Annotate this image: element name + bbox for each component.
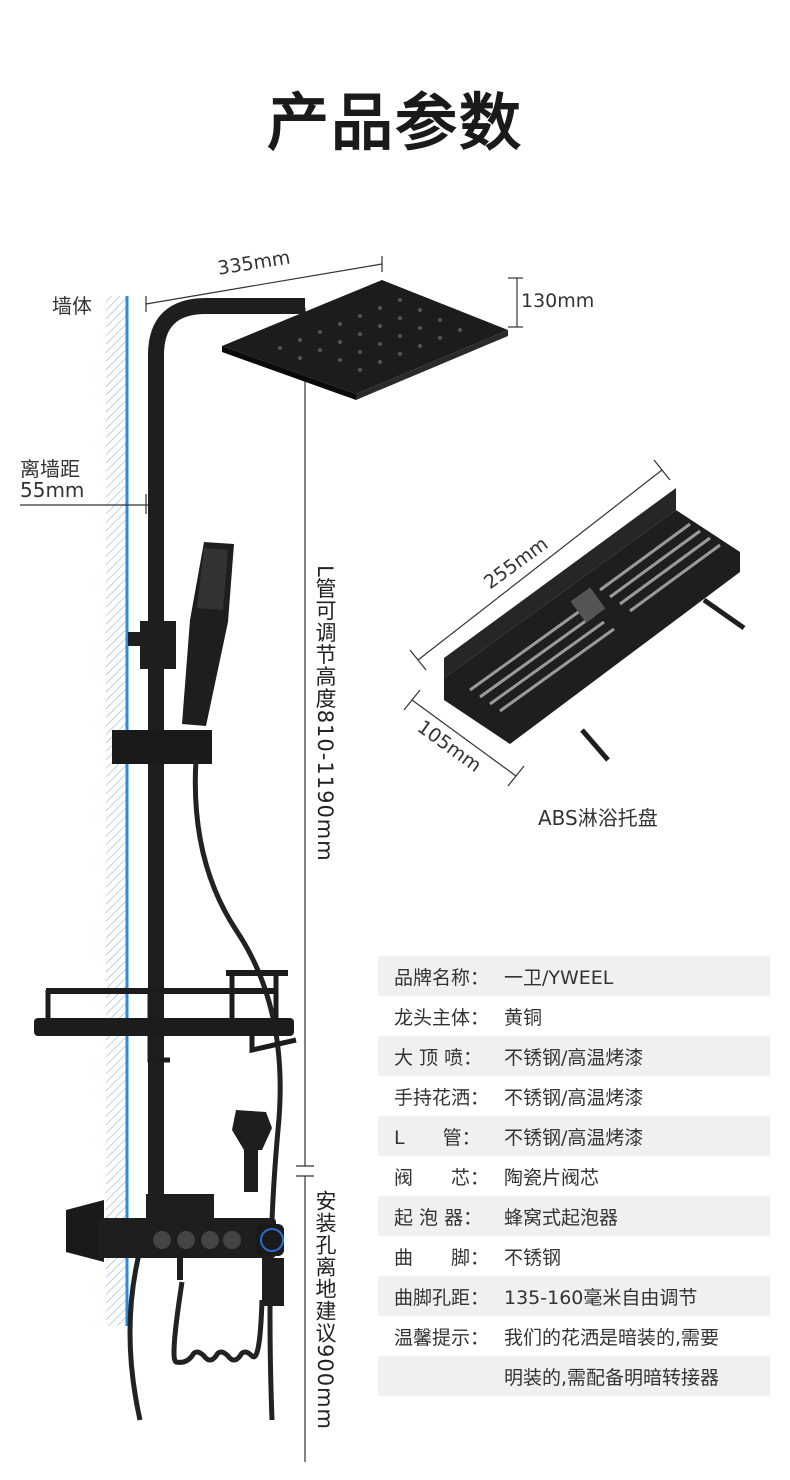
spec-row: 曲 脚： 不锈钢 bbox=[378, 1236, 770, 1276]
spec-key: 曲脚孔距： bbox=[394, 1286, 490, 1309]
spec-row: 曲脚孔距： 135-160毫米自由调节 bbox=[378, 1276, 770, 1316]
riser-pipe bbox=[148, 298, 305, 1210]
head-height-label: 130mm bbox=[521, 290, 595, 312]
head-height-dimension bbox=[508, 277, 523, 328]
spec-value: 明装的,需配备明暗转接器 bbox=[504, 1366, 720, 1389]
spec-key: 温馨提示： bbox=[394, 1326, 490, 1349]
spec-row: 龙头主体： 黄铜 bbox=[378, 996, 770, 1036]
spec-key: 龙头主体： bbox=[394, 1006, 490, 1029]
wall-distance-value: 55mm bbox=[20, 478, 85, 502]
bidet-sprayer bbox=[232, 1110, 272, 1192]
install-height-dimension bbox=[296, 1175, 314, 1462]
spec-row: 明装的,需配备明暗转接器 bbox=[378, 1356, 770, 1396]
rain-shower-head bbox=[222, 280, 508, 400]
spec-value: 我们的花洒是暗装的,需要 bbox=[504, 1326, 720, 1349]
spec-key: 品牌名称： bbox=[394, 966, 490, 989]
wall-distance-label: 离墙距 bbox=[20, 457, 80, 481]
spec-row: 手持花洒： 不锈钢/高温烤漆 bbox=[378, 1076, 770, 1116]
abs-tray bbox=[444, 488, 746, 762]
wall-distance-dimension bbox=[20, 494, 150, 514]
spec-key: 起 泡 器： bbox=[394, 1206, 483, 1229]
spec-row: 起 泡 器： 蜂窝式起泡器 bbox=[378, 1196, 770, 1236]
spec-key: L 管： bbox=[394, 1126, 481, 1149]
spec-row: 品牌名称： 一卫/YWEEL bbox=[378, 956, 770, 996]
tray-width-dimension bbox=[409, 459, 671, 671]
wall-label: 墙体 bbox=[52, 294, 92, 318]
spec-value: 一卫/YWEEL bbox=[504, 966, 614, 989]
spec-value: 陶瓷片阀芯 bbox=[504, 1166, 600, 1189]
head-width-dimension bbox=[145, 256, 383, 312]
spec-value: 不锈钢/高温烤漆 bbox=[504, 1126, 644, 1149]
shower-hose bbox=[192, 759, 283, 1421]
spec-value: 135-160毫米自由调节 bbox=[504, 1286, 698, 1309]
install-height-note: 安装孔离地建议900mm bbox=[313, 1190, 337, 1430]
hand-shower-slider bbox=[112, 621, 212, 764]
page-title: 产品参数 bbox=[266, 86, 523, 159]
spec-value: 不锈钢/高温烤漆 bbox=[504, 1046, 644, 1069]
spec-row: L 管： 不锈钢/高温烤漆 bbox=[378, 1116, 770, 1156]
spec-value: 不锈钢/高温烤漆 bbox=[504, 1086, 644, 1109]
spec-key: 阀 芯： bbox=[394, 1166, 490, 1189]
spec-table: 品牌名称： 一卫/YWEEL 龙头主体： 黄铜 大 顶 喷： 不锈钢/高温烤漆 … bbox=[378, 956, 770, 1396]
riser-shelf bbox=[34, 970, 297, 1063]
wall-graphic bbox=[106, 296, 129, 1326]
pipe-height-note: L管可调节高度810-1190mm bbox=[313, 565, 337, 862]
tray-depth-dimension bbox=[403, 689, 525, 787]
pipe-height-dimension bbox=[296, 308, 314, 1167]
spec-value: 黄铜 bbox=[504, 1006, 543, 1029]
spec-row: 大 顶 喷： 不锈钢/高温烤漆 bbox=[378, 1036, 770, 1076]
hand-shower bbox=[182, 542, 234, 726]
spec-value: 蜂窝式起泡器 bbox=[504, 1206, 619, 1229]
coiled-hose bbox=[171, 1281, 265, 1365]
tray-caption: ABS淋浴托盘 bbox=[538, 806, 658, 830]
spec-value: 不锈钢 bbox=[504, 1246, 562, 1269]
spec-key: 大 顶 喷： bbox=[394, 1046, 483, 1069]
spec-row: 温馨提示： 我们的花洒是暗装的,需要 bbox=[378, 1316, 770, 1356]
spec-key: 手持花洒： bbox=[394, 1086, 490, 1109]
spec-row: 阀 芯： 陶瓷片阀芯 bbox=[378, 1156, 770, 1196]
mixer-valve bbox=[66, 1194, 284, 1306]
spec-key: 曲 脚： bbox=[394, 1246, 490, 1269]
